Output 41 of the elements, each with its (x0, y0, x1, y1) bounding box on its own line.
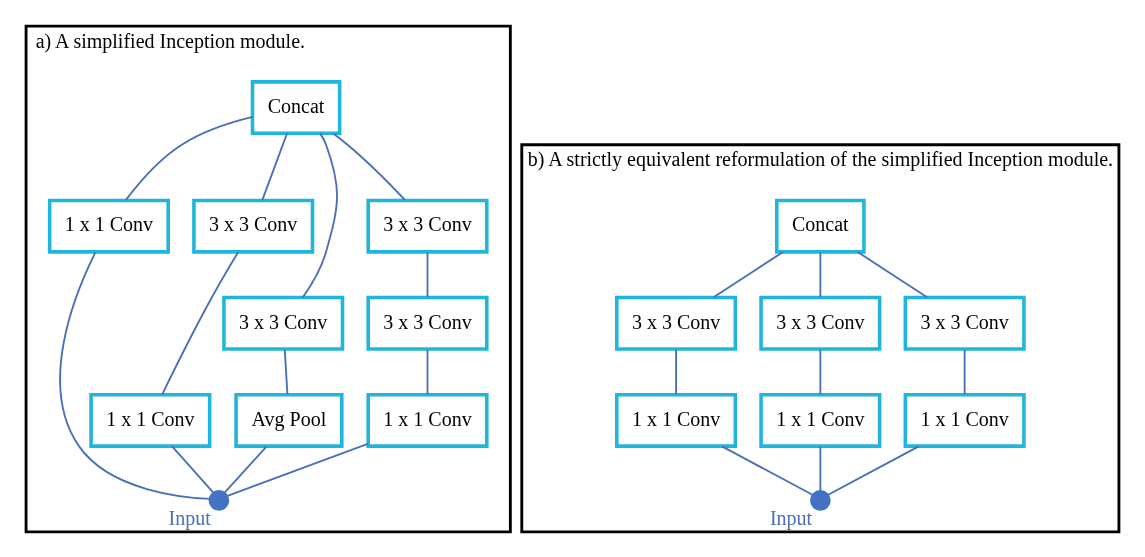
connector (124, 115, 254, 201)
node-box: 3 x 3 Conv (615, 295, 738, 351)
node-box: Concat (250, 79, 342, 135)
connector (819, 251, 822, 298)
node-box: 1 x 1 Conv (89, 392, 212, 448)
connector (161, 250, 240, 395)
connector (826, 444, 920, 496)
connector (283, 348, 289, 395)
node-box: Avg Pool (234, 392, 344, 448)
node-circle (208, 489, 230, 511)
node-label: Input (769, 506, 813, 529)
connector (171, 444, 215, 494)
connector (332, 132, 406, 201)
node-box: 3 x 3 Conv (222, 295, 345, 351)
node-circle (810, 489, 831, 511)
connector (426, 251, 429, 298)
node-box: 3 x 3 Conv (366, 198, 489, 254)
node-box: 3 x 3 Conv (192, 198, 315, 254)
connector (819, 445, 822, 492)
node-box: 1 x 1 Conv (903, 392, 1026, 448)
connector (426, 348, 429, 395)
connector (261, 132, 288, 201)
connector (225, 442, 369, 497)
connector (675, 348, 677, 395)
connector (59, 251, 212, 500)
node-box: Concat (775, 198, 866, 254)
connector (301, 131, 338, 298)
connector (963, 348, 966, 395)
node-label: Input (168, 506, 211, 529)
node-box: 1 x 1 Conv (759, 392, 882, 448)
connector (856, 250, 929, 298)
node-box: 3 x 3 Conv (903, 295, 1026, 351)
node-box: 3 x 3 Conv (759, 295, 882, 351)
node-box: 1 x 1 Conv (47, 198, 170, 254)
node-box: 1 x 1 Conv (615, 392, 738, 448)
connector (819, 348, 822, 395)
connector (712, 250, 784, 298)
node-box: 1 x 1 Conv (366, 392, 489, 448)
connector (223, 445, 268, 494)
connector (721, 444, 815, 496)
node-box: 3 x 3 Conv (366, 295, 489, 351)
